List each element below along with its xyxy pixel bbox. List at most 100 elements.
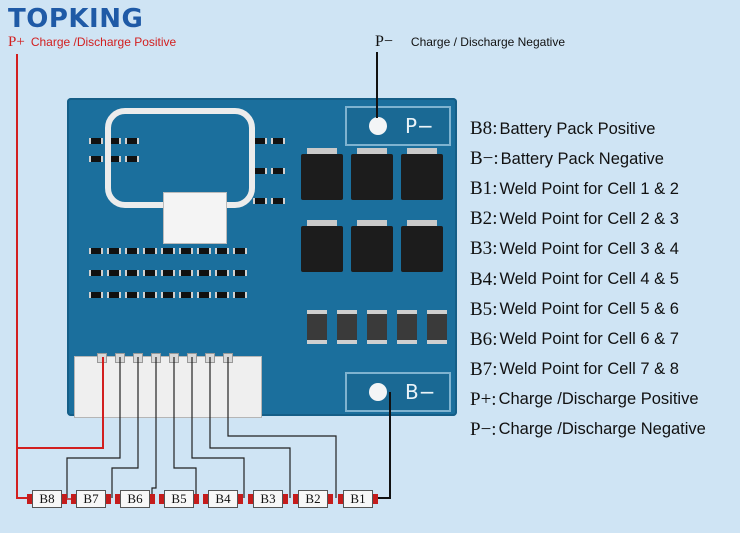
pin-legend: B8:Battery Pack Positive B−:Battery Pack… xyxy=(470,114,706,445)
chain-b5: B5 xyxy=(159,490,199,508)
legend-sep: : xyxy=(492,178,498,200)
smd-part xyxy=(89,156,103,162)
legend-text: Battery Pack Positive xyxy=(499,119,656,138)
b3-sense-wire xyxy=(191,357,245,498)
smd-part xyxy=(161,270,175,276)
smd-part xyxy=(89,270,103,276)
smd-part xyxy=(125,292,139,298)
sense-resistor xyxy=(337,310,357,344)
p-minus-hole xyxy=(369,117,387,135)
legend-sep: : xyxy=(492,208,498,230)
chain-b4: B4 xyxy=(203,490,243,508)
legend-key: P− xyxy=(470,418,492,440)
p-minus-text: Charge / Discharge Negative xyxy=(410,35,565,49)
smd-part xyxy=(161,248,175,254)
legend-key: B5 xyxy=(470,298,493,320)
smd-part xyxy=(89,292,103,298)
legend-key: B4 xyxy=(470,268,493,290)
smd-part xyxy=(197,248,211,254)
mosfet-q14 xyxy=(401,154,443,200)
p-plus-wire xyxy=(16,54,30,499)
legend-sep: : xyxy=(492,238,498,260)
legend-text: Weld Point for Cell 1 & 2 xyxy=(499,179,679,198)
legend-key: B2 xyxy=(470,208,493,230)
smd-part xyxy=(107,270,121,276)
chain-b2: B2 xyxy=(293,490,333,508)
mosfet-tab xyxy=(307,148,337,156)
p-plus-text: Charge /Discharge Positive xyxy=(30,35,177,49)
legend-sep: : xyxy=(493,148,499,170)
legend-row-b3: B3:Weld Point for Cell 3 & 4 xyxy=(470,234,706,264)
smd-part xyxy=(125,270,139,276)
legend-row-p-plus: P+:Charge /Discharge Positive xyxy=(470,385,706,415)
b-minus-pad: B− xyxy=(345,372,451,412)
smd-part xyxy=(179,270,193,276)
smd-part xyxy=(215,248,229,254)
p-plus-symbol: P+ xyxy=(8,34,25,50)
legend-text: Charge /Discharge Positive xyxy=(498,390,699,409)
legend-sep: : xyxy=(492,268,498,290)
chain-b1: B1 xyxy=(338,490,378,508)
p-minus-symbol: P− xyxy=(375,33,393,50)
smd-part xyxy=(107,292,121,298)
legend-text: Battery Pack Negative xyxy=(500,149,664,168)
legend-key: B− xyxy=(470,148,494,170)
legend-sep: : xyxy=(492,298,498,320)
legend-sep: : xyxy=(492,358,498,380)
chain-b7: B7 xyxy=(71,490,111,508)
sense-resistor xyxy=(397,310,417,344)
legend-text: Weld Point for Cell 3 & 4 xyxy=(499,239,679,258)
b6-sense-wire xyxy=(111,357,139,498)
smd-part xyxy=(125,138,139,144)
mosfet-tab xyxy=(407,148,437,156)
legend-text: Charge /Discharge Negative xyxy=(498,420,706,439)
smd-part xyxy=(215,270,229,276)
mosfet-tab xyxy=(357,148,387,156)
mosfet-tab xyxy=(407,220,437,228)
smd-part xyxy=(143,270,157,276)
cable-connector xyxy=(163,192,227,244)
legend-sep: : xyxy=(491,388,497,410)
mosfet-tab xyxy=(307,220,337,228)
smd-part xyxy=(125,248,139,254)
smd-part xyxy=(125,156,139,162)
legend-row-p-minus: P−:Charge /Discharge Negative xyxy=(470,415,706,445)
smd-part xyxy=(197,292,211,298)
smd-part xyxy=(143,248,157,254)
legend-text: Weld Point for Cell 7 & 8 xyxy=(499,360,679,379)
smd-part xyxy=(179,248,193,254)
legend-row-b6: B6:Weld Point for Cell 6 & 7 xyxy=(470,325,706,355)
smd-part xyxy=(271,198,285,204)
b-minus-wire xyxy=(375,392,391,499)
smd-part xyxy=(233,292,247,298)
legend-sep: : xyxy=(491,418,497,440)
smd-part xyxy=(233,248,247,254)
b-minus-hole xyxy=(369,383,387,401)
smd-part xyxy=(271,138,285,144)
legend-key: P+ xyxy=(470,388,492,410)
legend-text: Weld Point for Cell 6 & 7 xyxy=(499,330,679,349)
legend-text: Weld Point for Cell 5 & 6 xyxy=(499,300,679,319)
legend-key: B8 xyxy=(470,118,493,140)
legend-key: B7 xyxy=(470,358,493,380)
mosfet-tab xyxy=(357,220,387,228)
mosfet-q16 xyxy=(301,154,343,200)
legend-sep: : xyxy=(492,118,498,140)
b2-sense-wire xyxy=(209,357,291,498)
b4-sense-wire xyxy=(173,357,197,498)
mosfet-q12 xyxy=(351,226,393,272)
smd-part xyxy=(271,168,285,174)
smd-part xyxy=(179,292,193,298)
p-minus-label: P− Charge / Discharge Negative xyxy=(375,33,565,51)
b5-sense-wire xyxy=(151,357,157,498)
p-minus-pad: P− xyxy=(345,106,451,146)
smd-part xyxy=(253,198,267,204)
legend-text: Weld Point for Cell 4 & 5 xyxy=(499,270,679,289)
legend-row-b7: B7:Weld Point for Cell 7 & 8 xyxy=(470,355,706,385)
legend-sep: : xyxy=(492,328,498,350)
b7-sense-wire xyxy=(66,357,121,498)
brand-logo: TOPKING xyxy=(8,4,144,34)
chain-b8: B8 xyxy=(27,490,67,508)
legend-row-b5: B5:Weld Point for Cell 5 & 6 xyxy=(470,295,706,325)
